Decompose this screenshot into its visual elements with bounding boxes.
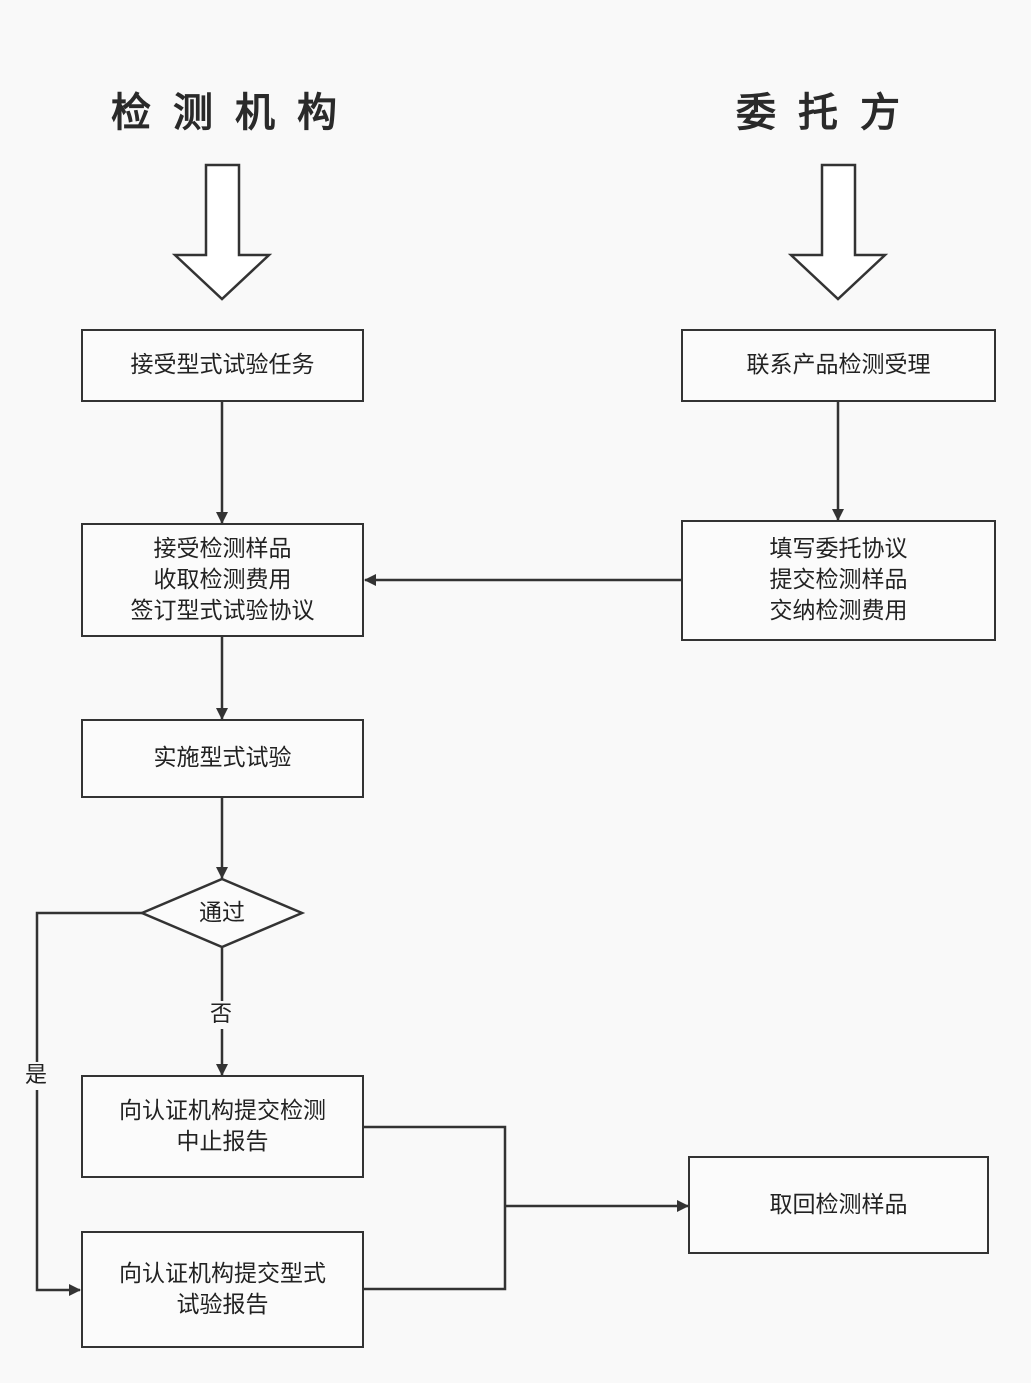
node-stop-report-line-2: 中止报告	[176, 1128, 269, 1155]
node-receive: 接受检测样品 收取检测费用 签订型式试验协议	[81, 523, 364, 637]
node-accept-task-line-1: 接受型式试验任务	[130, 352, 315, 378]
node-receive-line-1: 接受检测样品	[153, 535, 292, 562]
node-stop-report-line-1: 向认证机构提交检测	[119, 1097, 326, 1124]
node-fill: 填写委托协议 提交检测样品 交纳检测费用	[681, 520, 996, 641]
decision-label: 通过	[199, 900, 245, 926]
node-retrieve-line-1: 取回检测样品	[769, 1191, 908, 1218]
node-fill-line-3: 交纳检测费用	[769, 598, 908, 624]
decision-diamond	[138, 877, 306, 949]
hollow-arrow-left	[171, 163, 273, 301]
node-type-report: 向认证机构提交型式 试验报告	[81, 1231, 364, 1348]
edge-label-no: 否	[208, 1001, 235, 1029]
edge-label-yes: 是	[23, 1062, 50, 1090]
node-type-report-line-2: 试验报告	[176, 1291, 269, 1318]
node-contact: 联系产品检测受理	[681, 329, 996, 402]
node-receive-line-3: 签订型式试验协议	[130, 597, 315, 624]
node-implement-line-1: 实施型式试验	[153, 745, 292, 771]
hollow-arrow-right	[787, 163, 889, 301]
node-fill-line-2: 提交检测样品	[769, 567, 908, 593]
node-contact-line-1: 联系产品检测受理	[746, 352, 931, 378]
node-retrieve: 取回检测样品	[688, 1156, 989, 1254]
node-implement: 实施型式试验	[81, 719, 364, 798]
node-type-report-line-1: 向认证机构提交型式	[119, 1260, 326, 1287]
edge-stop-report-merge	[363, 1125, 507, 1291]
node-receive-line-2: 收取检测费用	[153, 566, 292, 593]
heading-client: 委托方	[736, 90, 922, 136]
node-accept-task: 接受型式试验任务	[81, 329, 364, 402]
node-stop-report: 向认证机构提交检测 中止报告	[81, 1075, 364, 1178]
heading-testing-agency: 检测机构	[111, 90, 359, 136]
node-fill-line-1: 填写委托协议	[769, 536, 908, 562]
edge-decision-yes	[35, 911, 142, 1296]
